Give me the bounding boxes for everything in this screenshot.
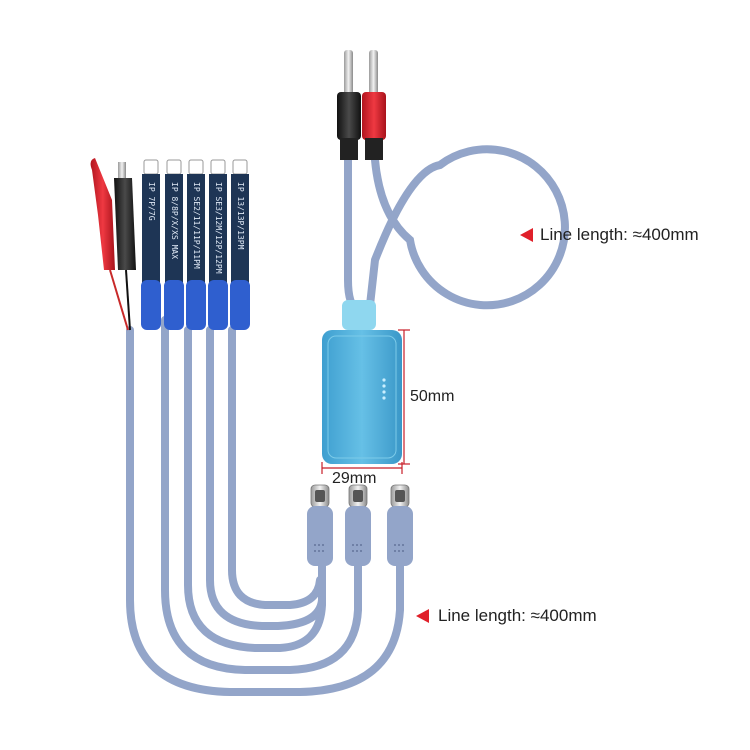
phone-plug-label: IP SE3/12M/12P/12PM [214, 182, 223, 274]
alligator-clip-red [90, 158, 129, 331]
phone-plug: IP SE2/11/11P/11PM [186, 159, 206, 330]
phone-plug-label: IP 8/8P/X/XS MAX [170, 182, 179, 259]
width-dimension-label: 29mm [332, 470, 377, 487]
phone-plug: IP 13/13P/13PM [230, 159, 250, 330]
marker-icon [520, 228, 533, 242]
usb-c-connectors [307, 484, 413, 566]
height-dimension-label: 50mm [410, 388, 455, 405]
dimension-lines [321, 329, 410, 474]
alligator-clip-black [114, 162, 136, 331]
banana-plug-red [362, 50, 386, 160]
phone-plug-label: IP 7P/7G [147, 182, 156, 221]
banana-plug-black [337, 50, 361, 160]
phone-plug: IP 8/8P/X/XS MAX [164, 159, 184, 330]
usb-c-connector [307, 484, 333, 566]
power-module [322, 300, 402, 464]
phone-plug: IP SE3/12M/12P/12PM [208, 159, 228, 330]
usb-c-connector [345, 484, 371, 566]
phone-plug-label: IP 13/13P/13PM [236, 182, 245, 250]
bottom-line-length-label: Line length: ≈400mm [438, 606, 597, 625]
phone-plug: IP 7P/7G [141, 159, 161, 330]
marker-icon [416, 609, 429, 623]
bottom-cables [126, 316, 404, 696]
phone-plugs: IP 7P/7G IP 8/8P/X/XS MAX IP SE2/11/11P/11… [141, 159, 250, 330]
usb-c-connector [387, 484, 413, 566]
top-line-length-label: Line length: ≈400mm [540, 225, 699, 244]
phone-plug-label: IP SE2/11/11P/11PM [192, 182, 201, 269]
